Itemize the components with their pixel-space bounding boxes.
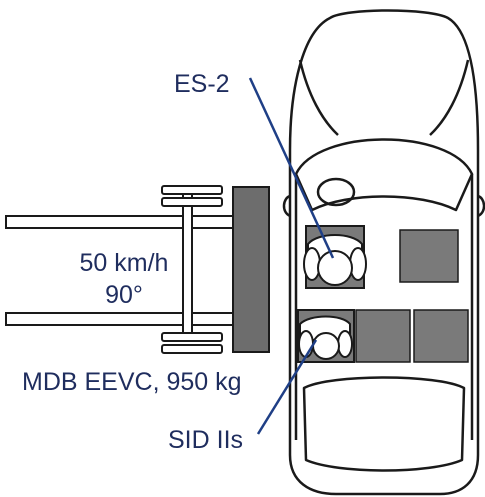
dummy-es2-head <box>317 250 353 286</box>
car-body-outline <box>288 9 480 496</box>
trolley-wheel-bottom-b <box>161 344 223 354</box>
trolley-rail-top <box>5 215 235 229</box>
label-impact-angle: 90° <box>105 281 143 309</box>
label-barrier: MDB EEVC, 950 kg <box>22 368 242 396</box>
dummy-es2 <box>303 225 367 289</box>
car-hood-line-right <box>429 59 470 136</box>
trolley-wheel-bottom-a <box>161 332 223 342</box>
leader-lines <box>248 77 335 435</box>
seats <box>355 229 469 363</box>
label-impact-speed: 50 km/h <box>79 249 169 277</box>
seat-rear-right <box>413 309 469 363</box>
trolley-wheel-top-a <box>161 185 223 195</box>
trolley-wheel-top-b <box>161 197 223 207</box>
seat-rear-middle <box>355 309 411 363</box>
dummy-sid-head <box>312 332 340 360</box>
label-sid-iis: SID IIs <box>168 426 244 454</box>
dummy-sid-arm-left <box>298 330 314 358</box>
trolley-rail-bottom <box>5 312 235 326</box>
trolley-axle-front <box>182 189 193 341</box>
steering-wheel <box>316 177 356 207</box>
car <box>282 9 485 496</box>
car-rear-window <box>302 376 466 472</box>
barrier-face <box>232 186 270 353</box>
label-es2: ES-2 <box>174 70 230 98</box>
car-hood-line-left <box>298 59 339 136</box>
dummy-sid-arm-right <box>337 330 353 358</box>
leader-line-sid <box>256 339 318 435</box>
leader-line-es2 <box>248 77 335 259</box>
seat-front-right <box>399 229 459 283</box>
car-mirror-left <box>282 194 291 218</box>
car-mirror-right <box>477 194 485 218</box>
